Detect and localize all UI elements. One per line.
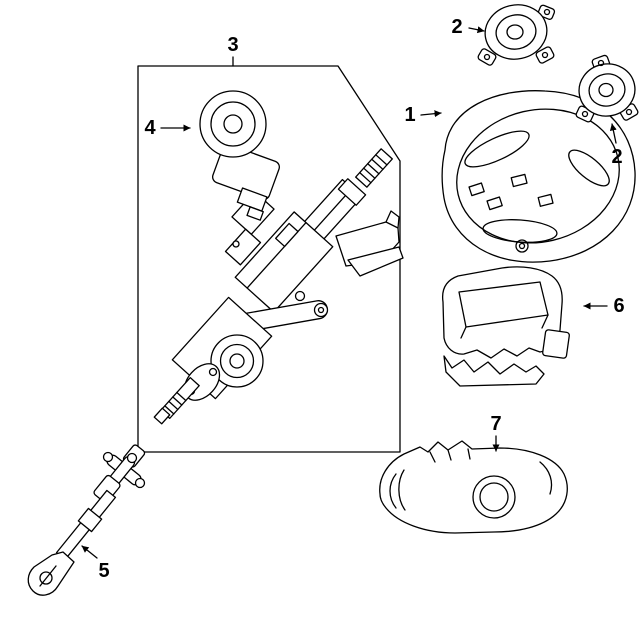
- lower-cover-drawing: [379, 440, 568, 534]
- callout-2-top[interactable]: 2: [451, 16, 463, 38]
- callout-4[interactable]: 4: [144, 117, 156, 139]
- clock-spring-right-drawing: [575, 54, 639, 123]
- steering-column-drawing: [153, 148, 404, 425]
- callout-2a-leader: [468, 26, 485, 34]
- callout-7[interactable]: 7: [490, 413, 502, 435]
- intermediate-shaft-drawing: [27, 444, 146, 596]
- callout-5-leader: [81, 545, 98, 559]
- callout-2-right[interactable]: 2: [611, 146, 623, 168]
- callout-1[interactable]: 1: [404, 104, 416, 126]
- callout-6[interactable]: 6: [613, 295, 625, 317]
- upper-cover-drawing: [441, 266, 570, 387]
- callout-1-leader: [420, 110, 442, 118]
- callout-2b-leader: [609, 123, 617, 144]
- callout-5[interactable]: 5: [98, 560, 110, 582]
- clock-spring-top-drawing: [477, 4, 556, 66]
- column-assembly-box: [137, 65, 401, 453]
- tilt-motor-drawing: [199, 90, 280, 221]
- steering-wheel-drawing: [441, 90, 636, 263]
- callout-leaders: [81, 26, 617, 559]
- callout-3[interactable]: 3: [227, 34, 239, 56]
